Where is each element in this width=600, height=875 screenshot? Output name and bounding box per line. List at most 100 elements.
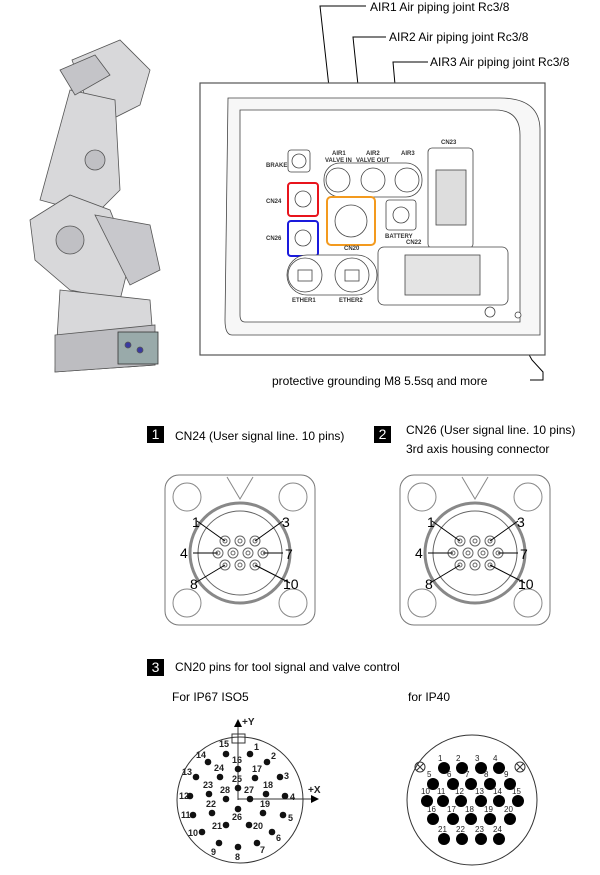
pin-8 xyxy=(234,843,242,851)
pin-label: 25 xyxy=(232,774,242,784)
pin-label: 7 xyxy=(465,770,470,779)
pin-label: 10 xyxy=(283,576,299,592)
pin-7 xyxy=(253,839,261,847)
pin-5 xyxy=(427,778,439,790)
pin-13 xyxy=(475,795,487,807)
section-title-cn24: CN24 (User signal line. 10 pins) xyxy=(175,429,345,443)
section-badge-3: 3 xyxy=(147,659,164,676)
pin-19 xyxy=(484,813,496,825)
pin-label: 2 xyxy=(271,751,276,761)
pin-label: 1 xyxy=(427,514,435,530)
pin-23 xyxy=(475,833,487,845)
callout-air2: AIR2 Air piping joint Rc3/8 xyxy=(389,30,529,44)
pin-24 xyxy=(216,773,224,781)
pin-4 xyxy=(281,792,289,800)
pin xyxy=(234,535,246,547)
pin-24 xyxy=(493,833,505,845)
pin-label: 1 xyxy=(438,754,443,763)
pin xyxy=(469,559,481,571)
pin-label: 3 xyxy=(517,514,525,530)
pin-label: 20 xyxy=(253,821,263,831)
pin-label: 11 xyxy=(181,810,191,820)
pin-label: 7 xyxy=(520,546,528,562)
pin-5 xyxy=(279,811,287,819)
connector-panel xyxy=(224,97,541,336)
pin-14 xyxy=(493,795,505,807)
panel-labels: BRAKE CN24 CN26 AIR1 VALVE IN AIR2 VALVE… xyxy=(266,140,457,304)
pin-label: 10 xyxy=(188,828,198,838)
pin-label: 7 xyxy=(260,845,265,855)
pin-11 xyxy=(189,811,197,819)
label-ether2: ETHER2 xyxy=(339,298,363,304)
pin-label: 7 xyxy=(285,546,293,562)
label-brake: BRAKE xyxy=(266,163,287,169)
pin-label: 4 xyxy=(415,545,423,561)
pin-label: 23 xyxy=(203,780,213,790)
pin-label: 5 xyxy=(288,813,293,823)
section-badge-2: 2 xyxy=(374,426,391,443)
cn26-connector: 1 3 4 7 8 10 xyxy=(399,474,551,626)
mount-hole xyxy=(278,482,308,512)
pin-label: 12 xyxy=(179,791,189,801)
keying-mark-icon xyxy=(414,761,426,773)
pin-22 xyxy=(208,809,216,817)
pin-25 xyxy=(234,784,242,792)
pin-label: 3 xyxy=(284,771,289,781)
pin-label: 8 xyxy=(425,576,433,592)
pin-label: 21 xyxy=(212,821,222,831)
label-cn24: CN24 xyxy=(266,199,282,205)
section-title-cn26: CN26 (User signal line. 10 pins) xyxy=(406,423,576,437)
pin-label: 4 xyxy=(493,754,498,763)
label-cn20: CN20 xyxy=(344,246,360,252)
pin-21 xyxy=(438,833,450,845)
mount-hole xyxy=(513,482,543,512)
pin-label: 8 xyxy=(235,852,240,862)
pin-7 xyxy=(465,778,477,790)
mount-hole xyxy=(407,588,437,618)
pin-label: 14 xyxy=(493,787,502,796)
pin-3 xyxy=(475,762,487,774)
pin xyxy=(477,547,489,559)
pin-18 xyxy=(465,813,477,825)
label-air1: AIR1 xyxy=(332,151,346,157)
pin xyxy=(242,547,254,559)
axis-y-label: +Y xyxy=(242,717,255,728)
pin-label: 14 xyxy=(196,750,206,760)
label-battery: BATTERY xyxy=(385,234,413,240)
pin-label: 24 xyxy=(214,763,224,773)
label-ip40: for IP40 xyxy=(408,690,451,704)
pin-label: 15 xyxy=(512,787,521,796)
pin-label: 3 xyxy=(475,754,480,763)
pin-label: 15 xyxy=(219,739,229,749)
pin-label: 10 xyxy=(518,576,534,592)
pin-label: 6 xyxy=(447,770,452,779)
label-cn22: CN22 xyxy=(406,240,422,246)
label-cn23: CN23 xyxy=(441,140,457,146)
pin-26 xyxy=(234,805,242,813)
mount-hole xyxy=(278,588,308,618)
pin-label: 22 xyxy=(206,799,216,809)
pin-label: 22 xyxy=(456,825,465,834)
pin-label: 21 xyxy=(438,825,447,834)
pin-22 xyxy=(456,833,468,845)
pin-label: 20 xyxy=(504,805,513,814)
pin-label: 4 xyxy=(290,792,295,802)
pin-15 xyxy=(512,795,524,807)
pin-label: 8 xyxy=(484,770,489,779)
pin-10 xyxy=(421,795,433,807)
pin-label: 13 xyxy=(475,787,484,796)
pin-16 xyxy=(234,765,242,773)
pin xyxy=(234,559,246,571)
label-ether1: ETHER1 xyxy=(292,298,316,304)
pin-12 xyxy=(186,792,194,800)
pin-label: 16 xyxy=(232,755,242,765)
pin-1 xyxy=(246,750,254,758)
pin-label: 17 xyxy=(447,805,456,814)
label-cn26: CN26 xyxy=(266,236,282,242)
pin-17 xyxy=(251,774,259,782)
pin-label: 18 xyxy=(465,805,474,814)
axis-x-label: +X xyxy=(308,785,321,796)
pin-20 xyxy=(245,821,253,829)
